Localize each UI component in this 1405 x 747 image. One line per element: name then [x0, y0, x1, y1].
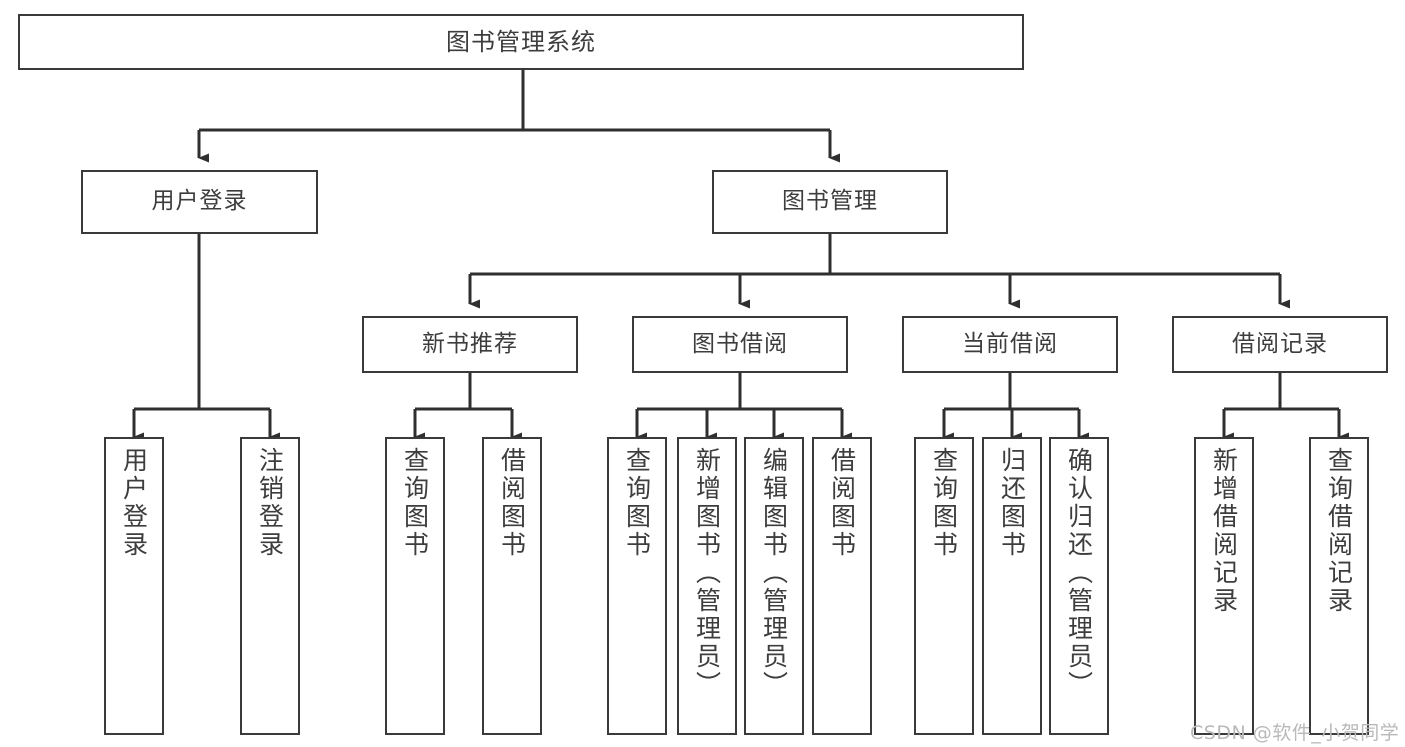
edges-borrow-records-to-leaves: [1222, 373, 1349, 442]
node-current-borrow[interactable]: 当前借阅: [902, 316, 1118, 373]
node-label: 用户登录: [151, 188, 248, 215]
node-label: 图书管理系统: [446, 27, 596, 56]
edges-current-borrow-to-leaves: [942, 373, 1089, 442]
node-new-book-recommend[interactable]: 新书推荐: [362, 316, 578, 373]
leaf-return-book[interactable]: 归还图书: [982, 437, 1042, 735]
leaf-borrow-book-recommend[interactable]: 借阅图书: [482, 437, 542, 735]
leaf-query-book-recommend[interactable]: 查询图书: [385, 437, 445, 735]
node-label: 新增借阅记录: [1209, 447, 1239, 615]
node-label: 新增图书（管理员）: [692, 447, 722, 699]
node-root-book-management-system[interactable]: 图书管理系统: [18, 14, 1024, 70]
node-label: 查询图书: [929, 447, 959, 559]
node-user-login[interactable]: 用户登录: [81, 170, 318, 234]
node-label: 借阅记录: [1232, 330, 1328, 357]
node-label: 归还图书: [997, 447, 1027, 559]
node-label: 确认归还（管理员）: [1064, 447, 1094, 699]
node-borrow-records[interactable]: 借阅记录: [1172, 316, 1388, 373]
node-label: 查询借阅记录: [1324, 447, 1354, 615]
edges-book-management-to-level3: [468, 234, 1290, 309]
leaf-add-borrow-record[interactable]: 新增借阅记录: [1194, 437, 1254, 735]
node-label: 编辑图书（管理员）: [759, 447, 789, 699]
leaf-query-book-borrow[interactable]: 查询图书: [607, 437, 667, 735]
node-label: 新书推荐: [422, 330, 518, 357]
node-label: 用户登录: [119, 447, 149, 559]
leaf-query-book-current[interactable]: 查询图书: [914, 437, 974, 735]
node-label: 图书管理: [782, 188, 878, 215]
node-book-management[interactable]: 图书管理: [712, 170, 948, 234]
node-label: 查询图书: [400, 447, 430, 559]
leaf-add-book-admin[interactable]: 新增图书（管理员）: [677, 437, 737, 735]
edges-new-book-recommend-to-leaves: [413, 373, 522, 442]
leaf-query-borrow-record[interactable]: 查询借阅记录: [1309, 437, 1369, 735]
node-label: 查询图书: [622, 447, 652, 559]
node-label: 图书借阅: [692, 330, 788, 357]
leaf-user-login[interactable]: 用户登录: [104, 437, 164, 735]
edges-user-login-to-leaves: [132, 234, 280, 442]
node-label: 借阅图书: [827, 447, 857, 559]
leaf-confirm-return-admin[interactable]: 确认归还（管理员）: [1049, 437, 1109, 735]
node-book-borrow[interactable]: 图书借阅: [632, 316, 848, 373]
node-label: 注销登录: [255, 447, 285, 559]
node-label: 当前借阅: [962, 330, 1058, 357]
leaf-logout[interactable]: 注销登录: [240, 437, 300, 735]
edges-book-borrow-to-leaves: [635, 373, 852, 442]
node-label: 借阅图书: [497, 447, 527, 559]
leaf-borrow-book[interactable]: 借阅图书: [812, 437, 872, 735]
leaf-edit-book-admin[interactable]: 编辑图书（管理员）: [744, 437, 804, 735]
edges-root-to-level2: [197, 70, 840, 163]
